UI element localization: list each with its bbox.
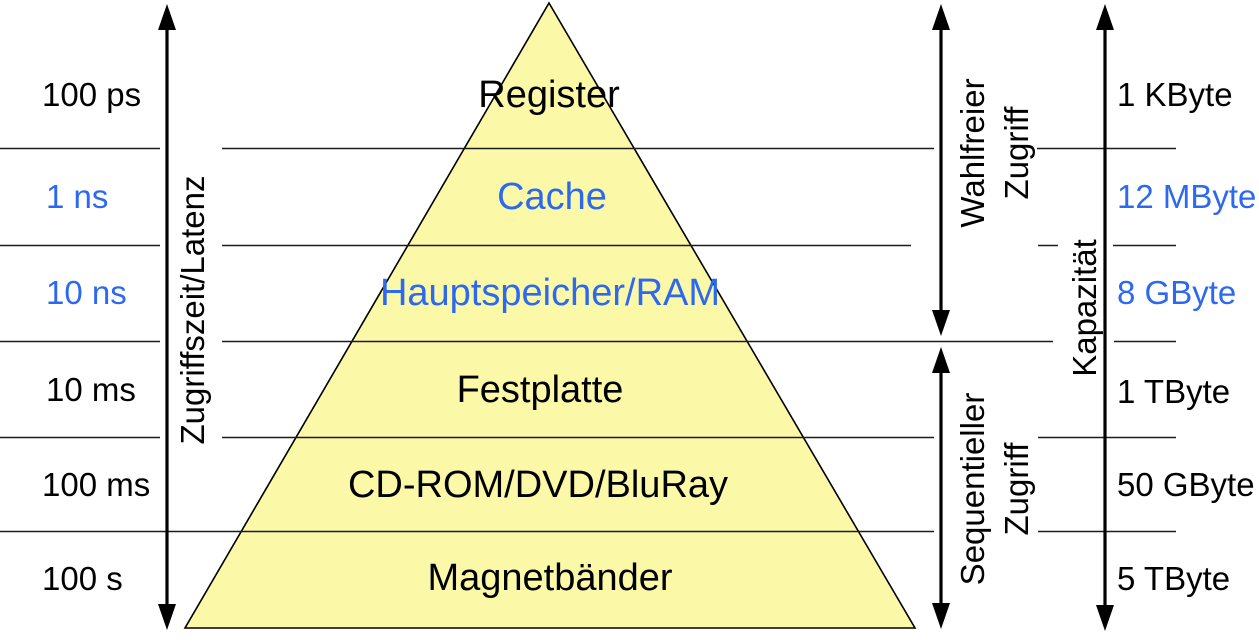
access-time-label: 100 s	[42, 559, 123, 597]
arrowhead-down-icon	[1096, 605, 1114, 631]
random-access-arrow	[932, 4, 950, 336]
pyramid-shape	[183, 1, 917, 629]
random-access-label-line1: Wahlfreier	[954, 78, 991, 228]
capacity-axis-arrow	[1096, 4, 1114, 631]
access-time-label: 100 ps	[42, 75, 142, 113]
capacity-label: 1 TByte	[1117, 372, 1231, 410]
sequential-access-label-line2: Zugriff	[998, 442, 1035, 536]
access-time-label: 100 ms	[42, 465, 151, 503]
sequential-access-label-line1: Sequentieller	[954, 392, 991, 586]
capacity-label: 12 MByte	[1117, 177, 1257, 215]
arrowhead-up-icon	[1096, 4, 1114, 30]
arrowhead-down-icon	[932, 310, 950, 336]
arrowhead-down-icon	[932, 603, 950, 629]
arrowhead-up-icon	[932, 4, 950, 30]
level-name-optical: CD-ROM/DVD/BluRay	[347, 464, 729, 507]
level-name-tape: Magnetbänder	[427, 557, 673, 600]
arrowhead-down-icon	[158, 604, 176, 630]
arrowhead-up-icon	[158, 4, 176, 30]
capacity-label: 5 TByte	[1117, 559, 1231, 597]
random-access-label: Wahlfreier Zugriff	[951, 78, 1039, 227]
latency-axis-label: Zugriffszeit/Latenz	[174, 175, 211, 445]
access-time-label: 10 ns	[46, 273, 127, 311]
level-name-hdd: Festplatte	[456, 369, 624, 412]
access-time-label: 10 ms	[46, 370, 136, 408]
capacity-label: 50 GByte	[1117, 465, 1255, 503]
level-name-register: Register	[478, 74, 620, 117]
random-access-label-line2: Zugriff	[998, 106, 1035, 200]
access-time-label: 1 ns	[46, 177, 109, 215]
arrowhead-up-icon	[932, 347, 950, 373]
latency-axis-arrow	[158, 4, 176, 630]
level-name-ram: Hauptspeicher/RAM	[379, 272, 721, 315]
capacity-label: 8 GByte	[1117, 273, 1237, 311]
capacity-label: 1 KByte	[1117, 75, 1233, 113]
sequential-access-arrow	[932, 347, 950, 629]
capacity-axis-label: Kapazität	[1066, 239, 1103, 377]
level-name-cache: Cache	[497, 176, 607, 219]
sequential-access-label: Sequentieller Zugriff	[951, 393, 1039, 586]
